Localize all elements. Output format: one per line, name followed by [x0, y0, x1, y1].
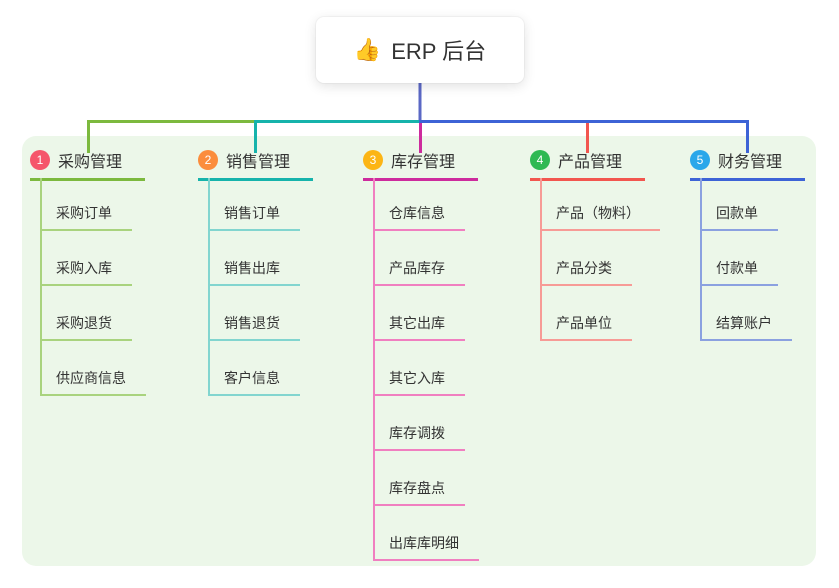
branch-header-3[interactable]: 3 库存管理: [363, 150, 478, 181]
child-item[interactable]: 库存调拨: [373, 423, 465, 451]
child-item[interactable]: 库存盘点: [373, 478, 465, 506]
child-item[interactable]: 客户信息: [208, 368, 300, 396]
root-node[interactable]: 👍 ERP 后台: [316, 17, 524, 83]
child-item[interactable]: 回款单: [700, 203, 778, 231]
child-item[interactable]: 采购入库: [40, 258, 132, 286]
thumbs-up-icon: 👍: [353, 37, 382, 62]
branch-child-spine: [540, 178, 542, 341]
child-item[interactable]: 产品库存: [373, 258, 465, 286]
branch-child-spine: [700, 178, 702, 341]
child-item[interactable]: 销售订单: [208, 203, 300, 231]
branch-number-badge: 3: [363, 150, 383, 170]
child-item[interactable]: 采购退货: [40, 313, 132, 341]
child-item[interactable]: 采购订单: [40, 203, 132, 231]
child-item[interactable]: 销售出库: [208, 258, 300, 286]
branch-child-spine: [208, 178, 210, 396]
child-item[interactable]: 其它出库: [373, 313, 465, 341]
branch-header-5[interactable]: 5 财务管理: [690, 150, 805, 181]
branch-label: 财务管理: [718, 154, 783, 171]
child-item[interactable]: 供应商信息: [40, 368, 146, 396]
child-item[interactable]: 产品分类: [540, 258, 632, 286]
branch-header-2[interactable]: 2 销售管理: [198, 150, 313, 181]
branch-label: 采购管理: [58, 154, 123, 171]
branch-header-1[interactable]: 1 采购管理: [30, 150, 145, 181]
branch-number-badge: 1: [30, 150, 50, 170]
child-item[interactable]: 其它入库: [373, 368, 465, 396]
branch-number-badge: 5: [690, 150, 710, 170]
child-item[interactable]: 仓库信息: [373, 203, 465, 231]
child-item[interactable]: 出库库明细: [373, 533, 479, 561]
branch-child-spine: [40, 178, 42, 396]
child-item[interactable]: 产品单位: [540, 313, 632, 341]
branch-number-badge: 4: [530, 150, 550, 170]
child-item[interactable]: 产品（物料）: [540, 203, 660, 231]
root-node-label: ERP 后台: [391, 39, 487, 64]
child-item[interactable]: 结算账户: [700, 313, 792, 341]
branch-label: 库存管理: [391, 154, 456, 171]
child-item[interactable]: 销售退货: [208, 313, 300, 341]
branch-number-badge: 2: [198, 150, 218, 170]
child-item[interactable]: 付款单: [700, 258, 778, 286]
branch-label: 产品管理: [558, 154, 623, 171]
branch-child-spine: [373, 178, 375, 561]
branches-panel: [22, 136, 816, 566]
branch-label: 销售管理: [226, 154, 291, 171]
branch-header-4[interactable]: 4 产品管理: [530, 150, 645, 181]
